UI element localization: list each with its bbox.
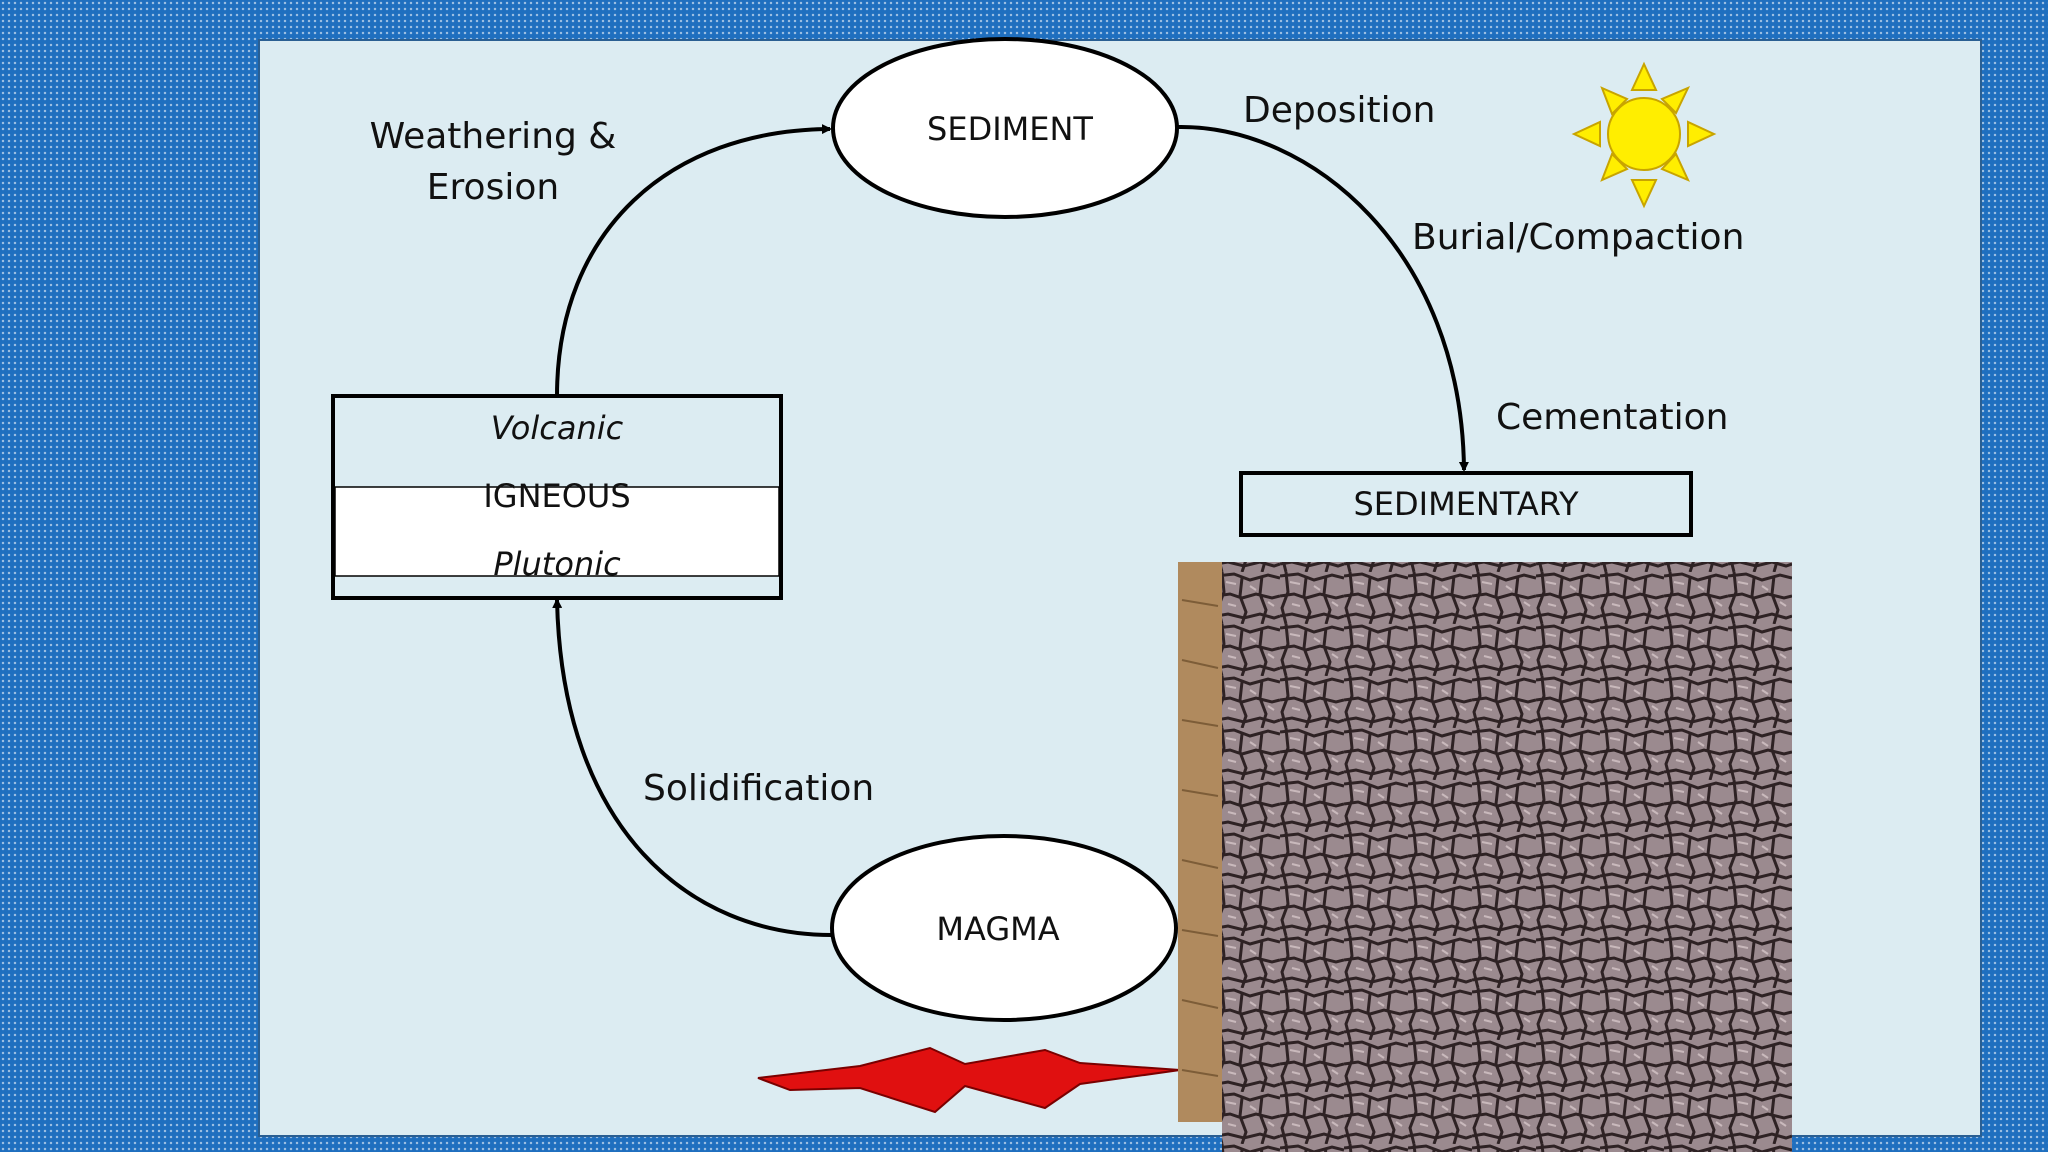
sun-icon [1571, 61, 1717, 209]
arrow-weathering-erosion [555, 124, 832, 397]
magma-label: MAGMA [936, 910, 1059, 948]
sedimentary-label: SEDIMENTARY [1353, 485, 1579, 523]
deposition-label: Deposition [1243, 90, 1435, 131]
sediment-node: SEDIMENT [831, 37, 1179, 219]
igneous-node: Volcanic IGNEOUS Plutonic [331, 394, 783, 600]
magma-node: MAGMA [830, 834, 1178, 1022]
igneous-plutonic-label: Plutonic [493, 545, 621, 583]
burial-label: Burial/Compaction [1412, 217, 1744, 258]
cementation-label: Cementation [1496, 397, 1728, 438]
sediment-label: SEDIMENT [927, 110, 1093, 148]
arrow-deposition-burial [1177, 124, 1469, 472]
arrow-solidification [552, 598, 833, 937]
heat-burst-icon [757, 1046, 1181, 1114]
igneous-volcanic-label: Volcanic [491, 409, 624, 447]
cracked-mud-photo [1178, 562, 1792, 1152]
sedimentary-node: SEDIMENTARY [1239, 471, 1693, 537]
weathering-label-line1: Weathering & [370, 116, 617, 157]
weathering-label-line2: Erosion [427, 167, 559, 208]
igneous-label: IGNEOUS [483, 477, 630, 515]
solidification-label: Solidification [643, 768, 874, 809]
